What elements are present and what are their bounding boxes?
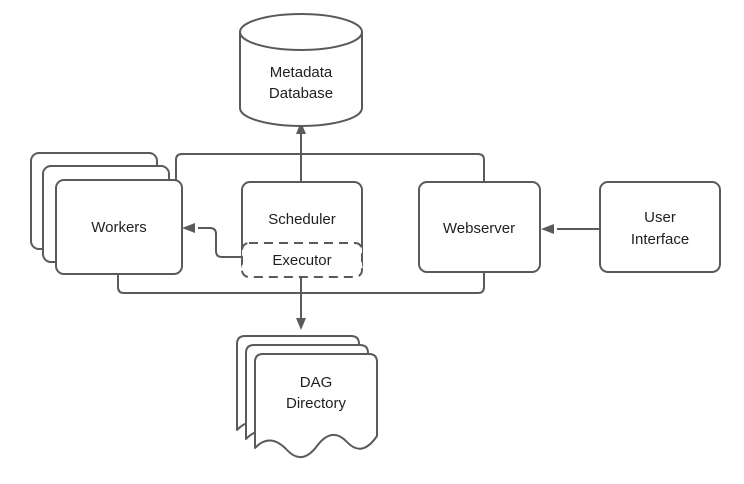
workers-stack-layer-1	[55, 179, 183, 275]
executor-box	[241, 242, 363, 278]
node-label-dag-directory-line2: Directory	[286, 395, 347, 412]
edge-user-interface-to-webserver	[541, 224, 600, 234]
edge-executor-to-dag-directory	[296, 272, 306, 330]
webserver-box	[418, 181, 541, 273]
node-label-webserver: Webserver	[443, 220, 515, 237]
node-label-dag-directory-line1: DAG	[300, 374, 333, 391]
node-label-user-interface-line2: Interface	[631, 231, 689, 248]
node-workers[interactable]: Workers	[30, 152, 183, 275]
edge-executor-to-workers	[182, 223, 242, 258]
node-executor[interactable]: Executor	[241, 242, 363, 278]
arrow-head-webserver	[541, 224, 554, 234]
arrow-head-dag-directory	[296, 318, 306, 330]
arrow-head-workers	[182, 223, 195, 233]
node-label-metadata-database-line1: Metadata	[270, 64, 333, 81]
node-label-scheduler: Scheduler	[268, 211, 336, 228]
cylinder-top-ellipse	[239, 13, 363, 51]
node-dag-directory[interactable]: DAG Directory	[236, 335, 378, 458]
node-webserver[interactable]: Webserver	[418, 181, 541, 273]
edge-bus-to-metadata-database	[175, 122, 485, 190]
node-label-executor: Executor	[272, 252, 331, 269]
arrow-head-metadata-database	[296, 122, 306, 134]
user-interface-box	[599, 181, 721, 273]
node-label-metadata-database-line2: Database	[269, 85, 333, 102]
node-label-user-interface-line1: User	[644, 209, 676, 226]
node-label-workers: Workers	[91, 219, 147, 236]
node-user-interface[interactable]: User Interface	[599, 181, 721, 273]
node-metadata-database[interactable]: Metadata Database	[239, 13, 363, 127]
dag-stack-layer-1	[254, 353, 378, 458]
